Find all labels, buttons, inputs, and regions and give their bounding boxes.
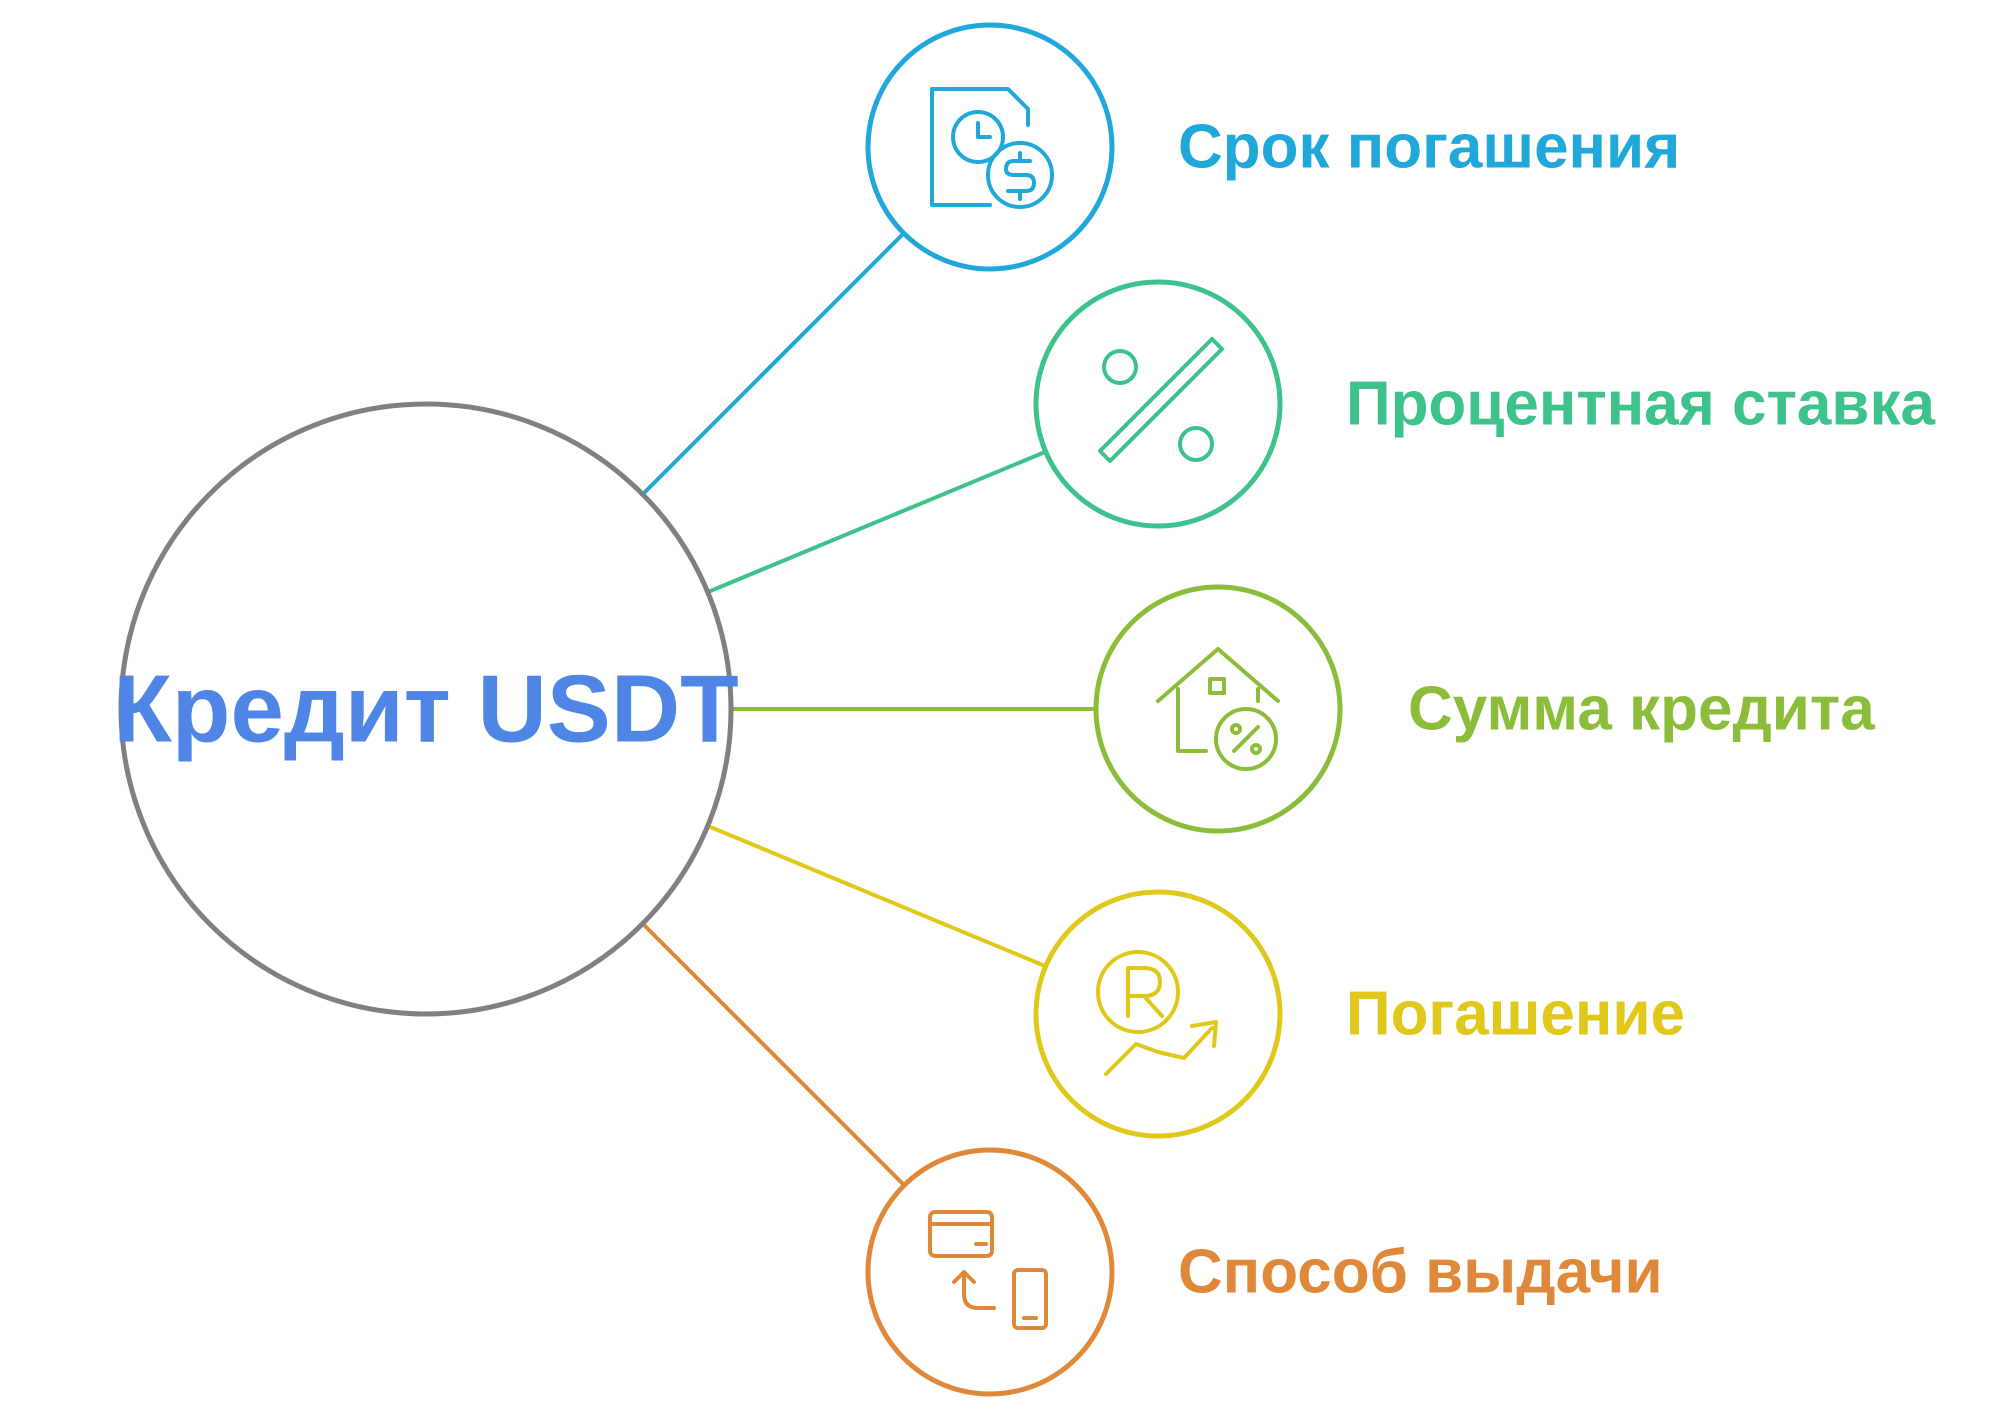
center-title: Кредит USDT: [113, 656, 739, 763]
node-rate: Процентная ставка: [1033, 279, 1936, 529]
percent-icon: [1098, 337, 1224, 463]
node-label-term: Срок погашения: [1178, 113, 1680, 182]
connector-repayment: [707, 824, 1046, 968]
node-method: Способ выдачи: [865, 1147, 1663, 1397]
card-to-phone-icon: [928, 1210, 1048, 1330]
ruble-growth-icon: [1096, 950, 1218, 1076]
connector-method: [640, 921, 908, 1189]
connector-term: [640, 229, 908, 497]
node-amount: Сумма кредита: [1093, 584, 1875, 834]
document-clock-dollar-icon: [930, 87, 1054, 209]
node-label-method: Способ выдачи: [1178, 1238, 1663, 1307]
node-term: Срок погашения: [865, 22, 1680, 272]
center-circle: [118, 401, 734, 1017]
node-circle-method: [865, 1147, 1115, 1397]
node-label-amount: Сумма кредита: [1408, 675, 1875, 744]
node-circle-amount: [1093, 584, 1343, 834]
node-circle-rate: [1033, 279, 1283, 529]
node-repayment: Погашение: [1033, 889, 1685, 1139]
connector-rate: [707, 450, 1046, 594]
node-label-repayment: Погашение: [1346, 980, 1685, 1049]
node-label-rate: Процентная ставка: [1346, 370, 1936, 439]
node-circle-term: [865, 22, 1115, 272]
house-percent-icon: [1156, 647, 1280, 771]
